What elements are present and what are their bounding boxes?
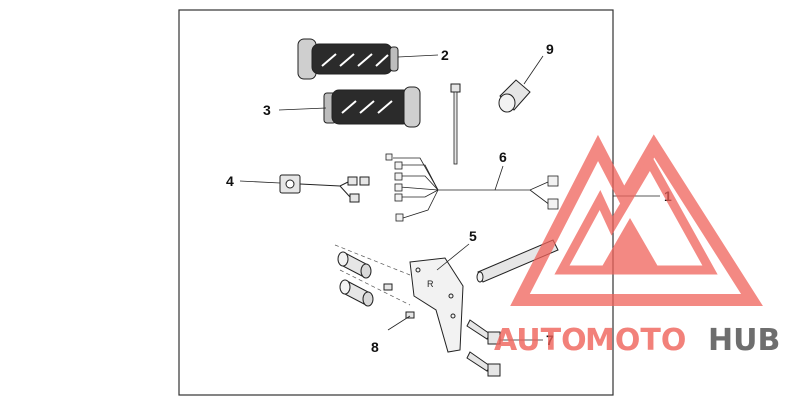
screw-parts: [383, 283, 415, 331]
bracket-letter: R: [427, 279, 434, 289]
heater-switch-part: [239, 174, 370, 203]
callout-4: 4: [226, 173, 234, 189]
collar-parts: [334, 244, 411, 307]
diagram-frame: [178, 9, 614, 396]
callout-9: 9: [546, 41, 554, 57]
callout-2: 2: [441, 47, 449, 63]
bolt-parts: [466, 319, 543, 377]
watermark-hub: HUB: [708, 323, 780, 358]
cable-tie-part: [450, 83, 461, 165]
watermark-auto: AUTO: [494, 323, 587, 358]
callout-6: 6: [499, 149, 507, 165]
bracket-part: [409, 243, 470, 353]
end-cap-part: [498, 55, 544, 113]
grip-left-part: [297, 38, 439, 80]
automotohub-logo: [510, 134, 763, 306]
watermark-moto: MOTO: [585, 323, 686, 358]
callout-8: 8: [371, 339, 379, 355]
pipe-part: [476, 195, 660, 283]
callout-5: 5: [469, 228, 477, 244]
callout-7: 7: [546, 332, 554, 348]
grip-right-part: [278, 86, 421, 128]
callout-3: 3: [263, 102, 271, 118]
wire-harness-part: [385, 153, 559, 222]
